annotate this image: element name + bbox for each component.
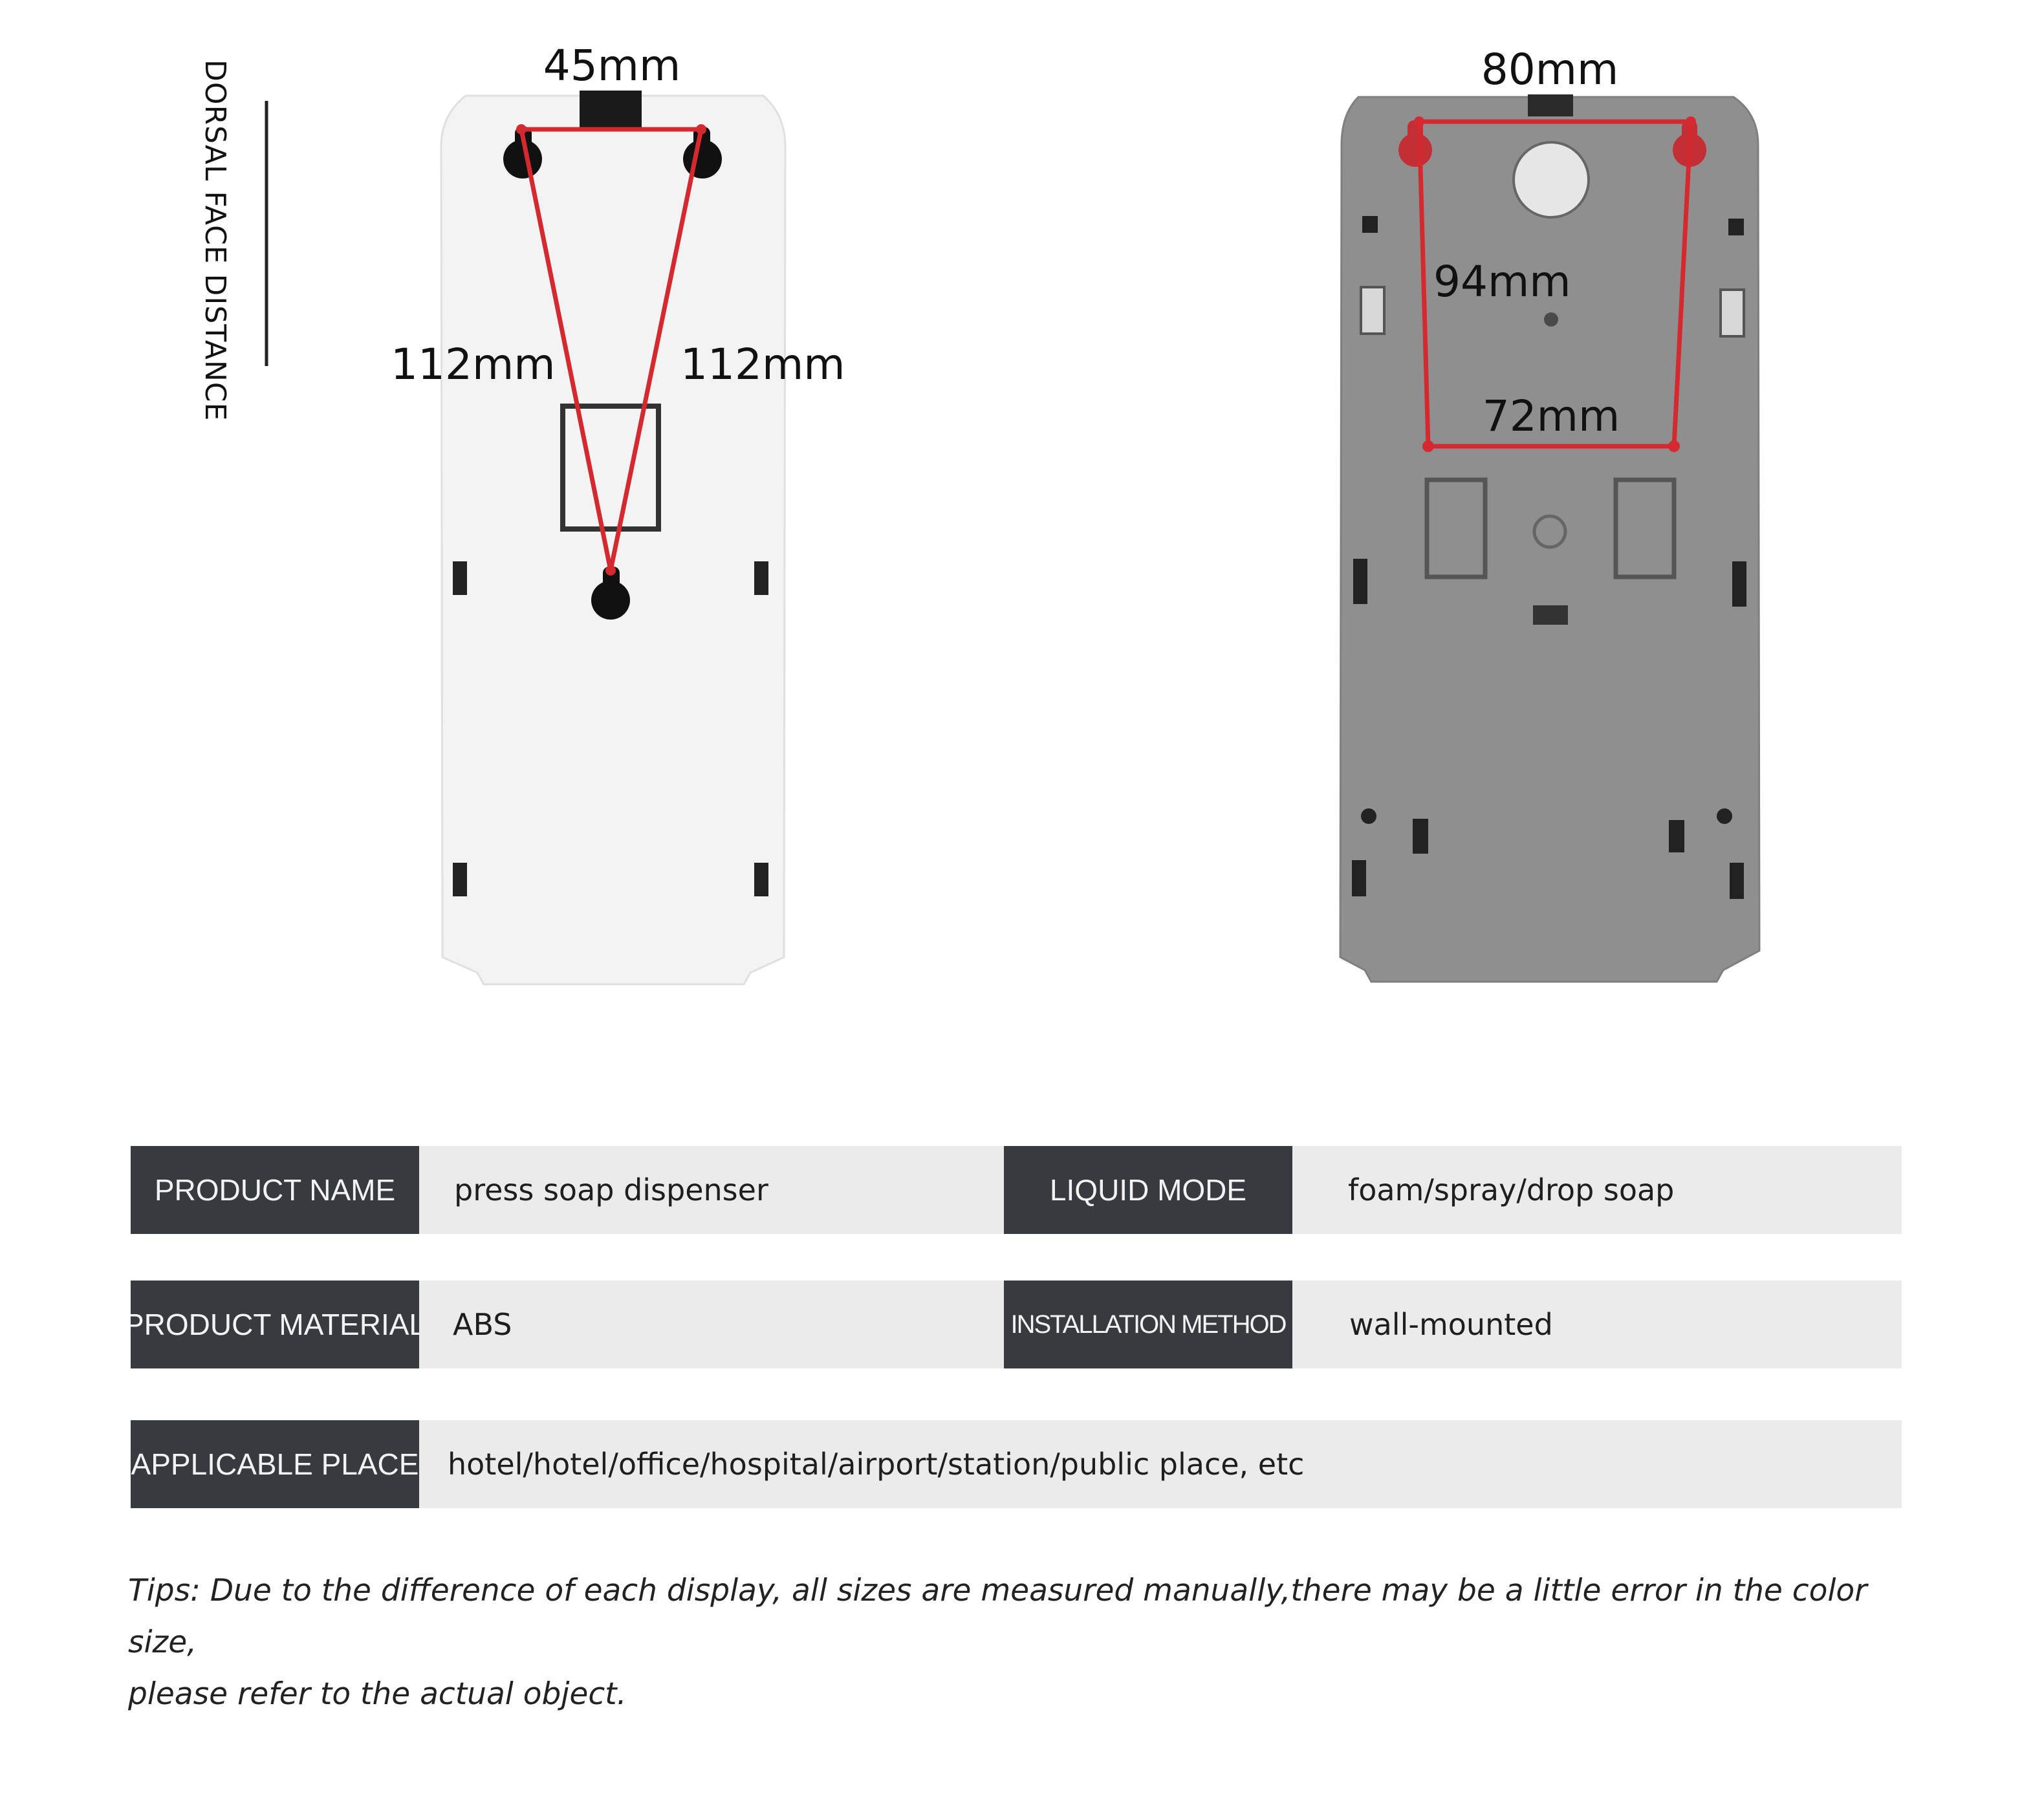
left-clip <box>754 561 768 595</box>
right-clip <box>1362 216 1378 233</box>
grey-dispenser-back <box>1339 94 1761 983</box>
screw-dot <box>1361 808 1376 824</box>
tips-line-1: Tips: Due to the difference of each disp… <box>128 1573 1867 1660</box>
applicable-place-label: APPLICABLE PLACE <box>131 1420 419 1508</box>
liquid-mode-label: LIQUID MODE <box>1004 1146 1292 1234</box>
right-clip <box>1728 219 1744 235</box>
dim-left-side: 112mm <box>391 340 556 389</box>
right-window <box>1424 477 1488 579</box>
right-center-hole <box>1512 141 1590 219</box>
right-clip <box>1353 559 1367 604</box>
dim-right-side: 112mm <box>680 340 845 389</box>
right-small-slot <box>1533 605 1568 625</box>
dim-top-right: 80mm <box>1481 45 1619 94</box>
white-dispenser-back <box>440 91 787 986</box>
spec-row-3: APPLICABLE PLACE hotel/hotel/office/hosp… <box>131 1420 1902 1508</box>
right-window <box>1613 477 1677 579</box>
applicable-place-value: hotel/hotel/office/hospital/airport/stat… <box>419 1420 1902 1508</box>
tips-note: Tips: Due to the difference of each disp… <box>128 1565 1913 1720</box>
side-label: DORSAL FACE DISTANCE <box>199 59 232 421</box>
left-clip <box>754 863 768 896</box>
screw-dot <box>1717 808 1732 824</box>
product-material-value: ABS <box>419 1281 1004 1368</box>
right-center-ring <box>1532 514 1567 549</box>
installation-method-value: wall-mounted <box>1292 1281 1902 1368</box>
left-clip <box>453 561 467 595</box>
tips-line-2: please refer to the actual object. <box>128 1676 627 1712</box>
product-material-label: PRODUCT MATERIAL <box>131 1281 419 1368</box>
left-body <box>440 94 787 986</box>
product-name-value: press soap dispenser <box>419 1146 1004 1234</box>
mount-hole <box>591 567 630 620</box>
right-slot <box>1360 286 1386 335</box>
left-clip <box>453 863 467 896</box>
installation-method-label: INSTALLATION METHOD <box>1004 1281 1292 1368</box>
right-clip <box>1732 561 1746 607</box>
right-clip <box>1730 863 1744 899</box>
spec-row-1: PRODUCT NAME press soap dispenser LIQUID… <box>131 1146 1902 1234</box>
liquid-mode-value: foam/spray/drop soap <box>1292 1146 1902 1234</box>
right-top-notch <box>1528 94 1573 116</box>
right-clip <box>1669 820 1684 852</box>
left-window <box>560 404 661 532</box>
dim-height: 94mm <box>1433 257 1571 307</box>
dim-top-left: 45mm <box>543 41 681 91</box>
dim-bottom: 72mm <box>1483 391 1620 441</box>
spec-row-2: PRODUCT MATERIAL ABS INSTALLATION METHOD… <box>131 1281 1902 1368</box>
right-slot <box>1719 288 1745 338</box>
right-body <box>1339 96 1761 983</box>
right-clip <box>1413 819 1428 854</box>
measure-triangle <box>518 127 704 571</box>
right-clip <box>1352 860 1366 896</box>
screw-dot <box>1544 312 1558 327</box>
product-name-label: PRODUCT NAME <box>131 1146 419 1234</box>
left-top-notch <box>580 91 642 129</box>
